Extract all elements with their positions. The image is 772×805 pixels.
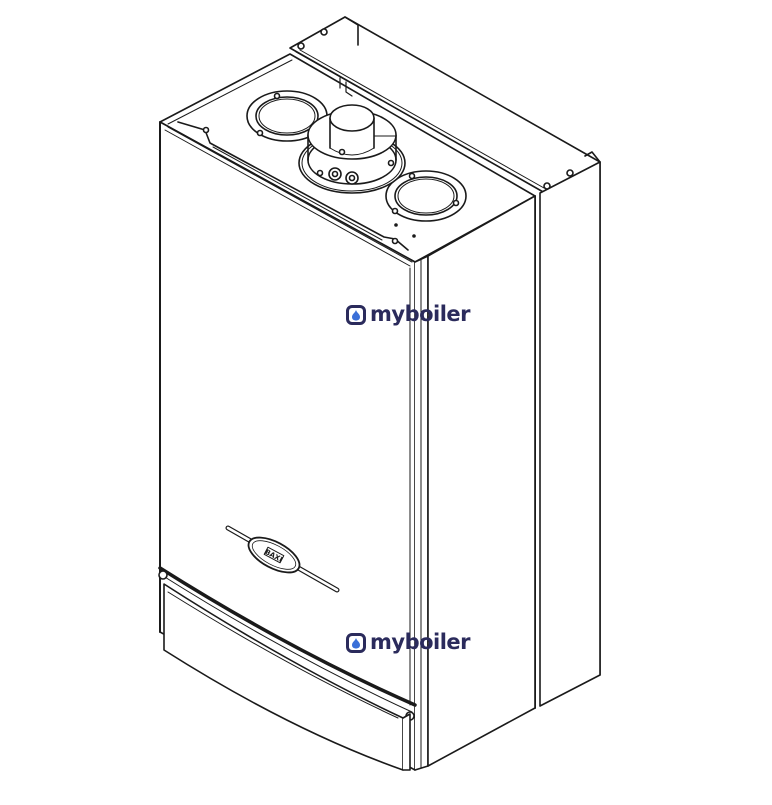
flue-outlet — [298, 77, 406, 194]
flame-icon — [346, 304, 366, 325]
watermark-text: myboiler — [370, 302, 471, 326]
watermark-bottom: myboiler — [346, 630, 471, 654]
rear-chassis — [289, 16, 601, 709]
watermark-text: myboiler — [370, 630, 471, 654]
flue-port-right — [385, 170, 467, 222]
flue-port-left — [246, 90, 328, 142]
front-badge: BAXI — [225, 525, 340, 593]
control-fascia — [158, 566, 417, 771]
flame-icon — [346, 632, 366, 653]
watermark-top: myboiler — [346, 302, 471, 326]
